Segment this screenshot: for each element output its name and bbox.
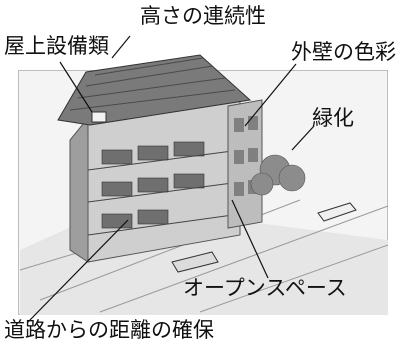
label-open-space: オープンスペース — [183, 276, 347, 300]
label-exterior-wall-color: 外壁の色彩 — [291, 40, 396, 64]
leader-lines — [27, 35, 315, 323]
label-greenery: 緑化 — [312, 106, 354, 130]
roof-tiles — [69, 57, 236, 111]
building-side-wall — [69, 116, 89, 263]
cars — [171, 202, 357, 273]
label-distance-from-road: 道路からの距離の確保 — [4, 318, 214, 342]
label-height-continuity: 高さの連続性 — [140, 4, 266, 28]
windows — [101, 141, 205, 229]
label-rooftop-equipment: 屋上設備類 — [4, 34, 109, 58]
roof — [57, 54, 252, 126]
rooftop-equipment-unit — [91, 111, 107, 123]
floor-lines — [87, 149, 241, 236]
greenery-trees — [250, 154, 306, 196]
